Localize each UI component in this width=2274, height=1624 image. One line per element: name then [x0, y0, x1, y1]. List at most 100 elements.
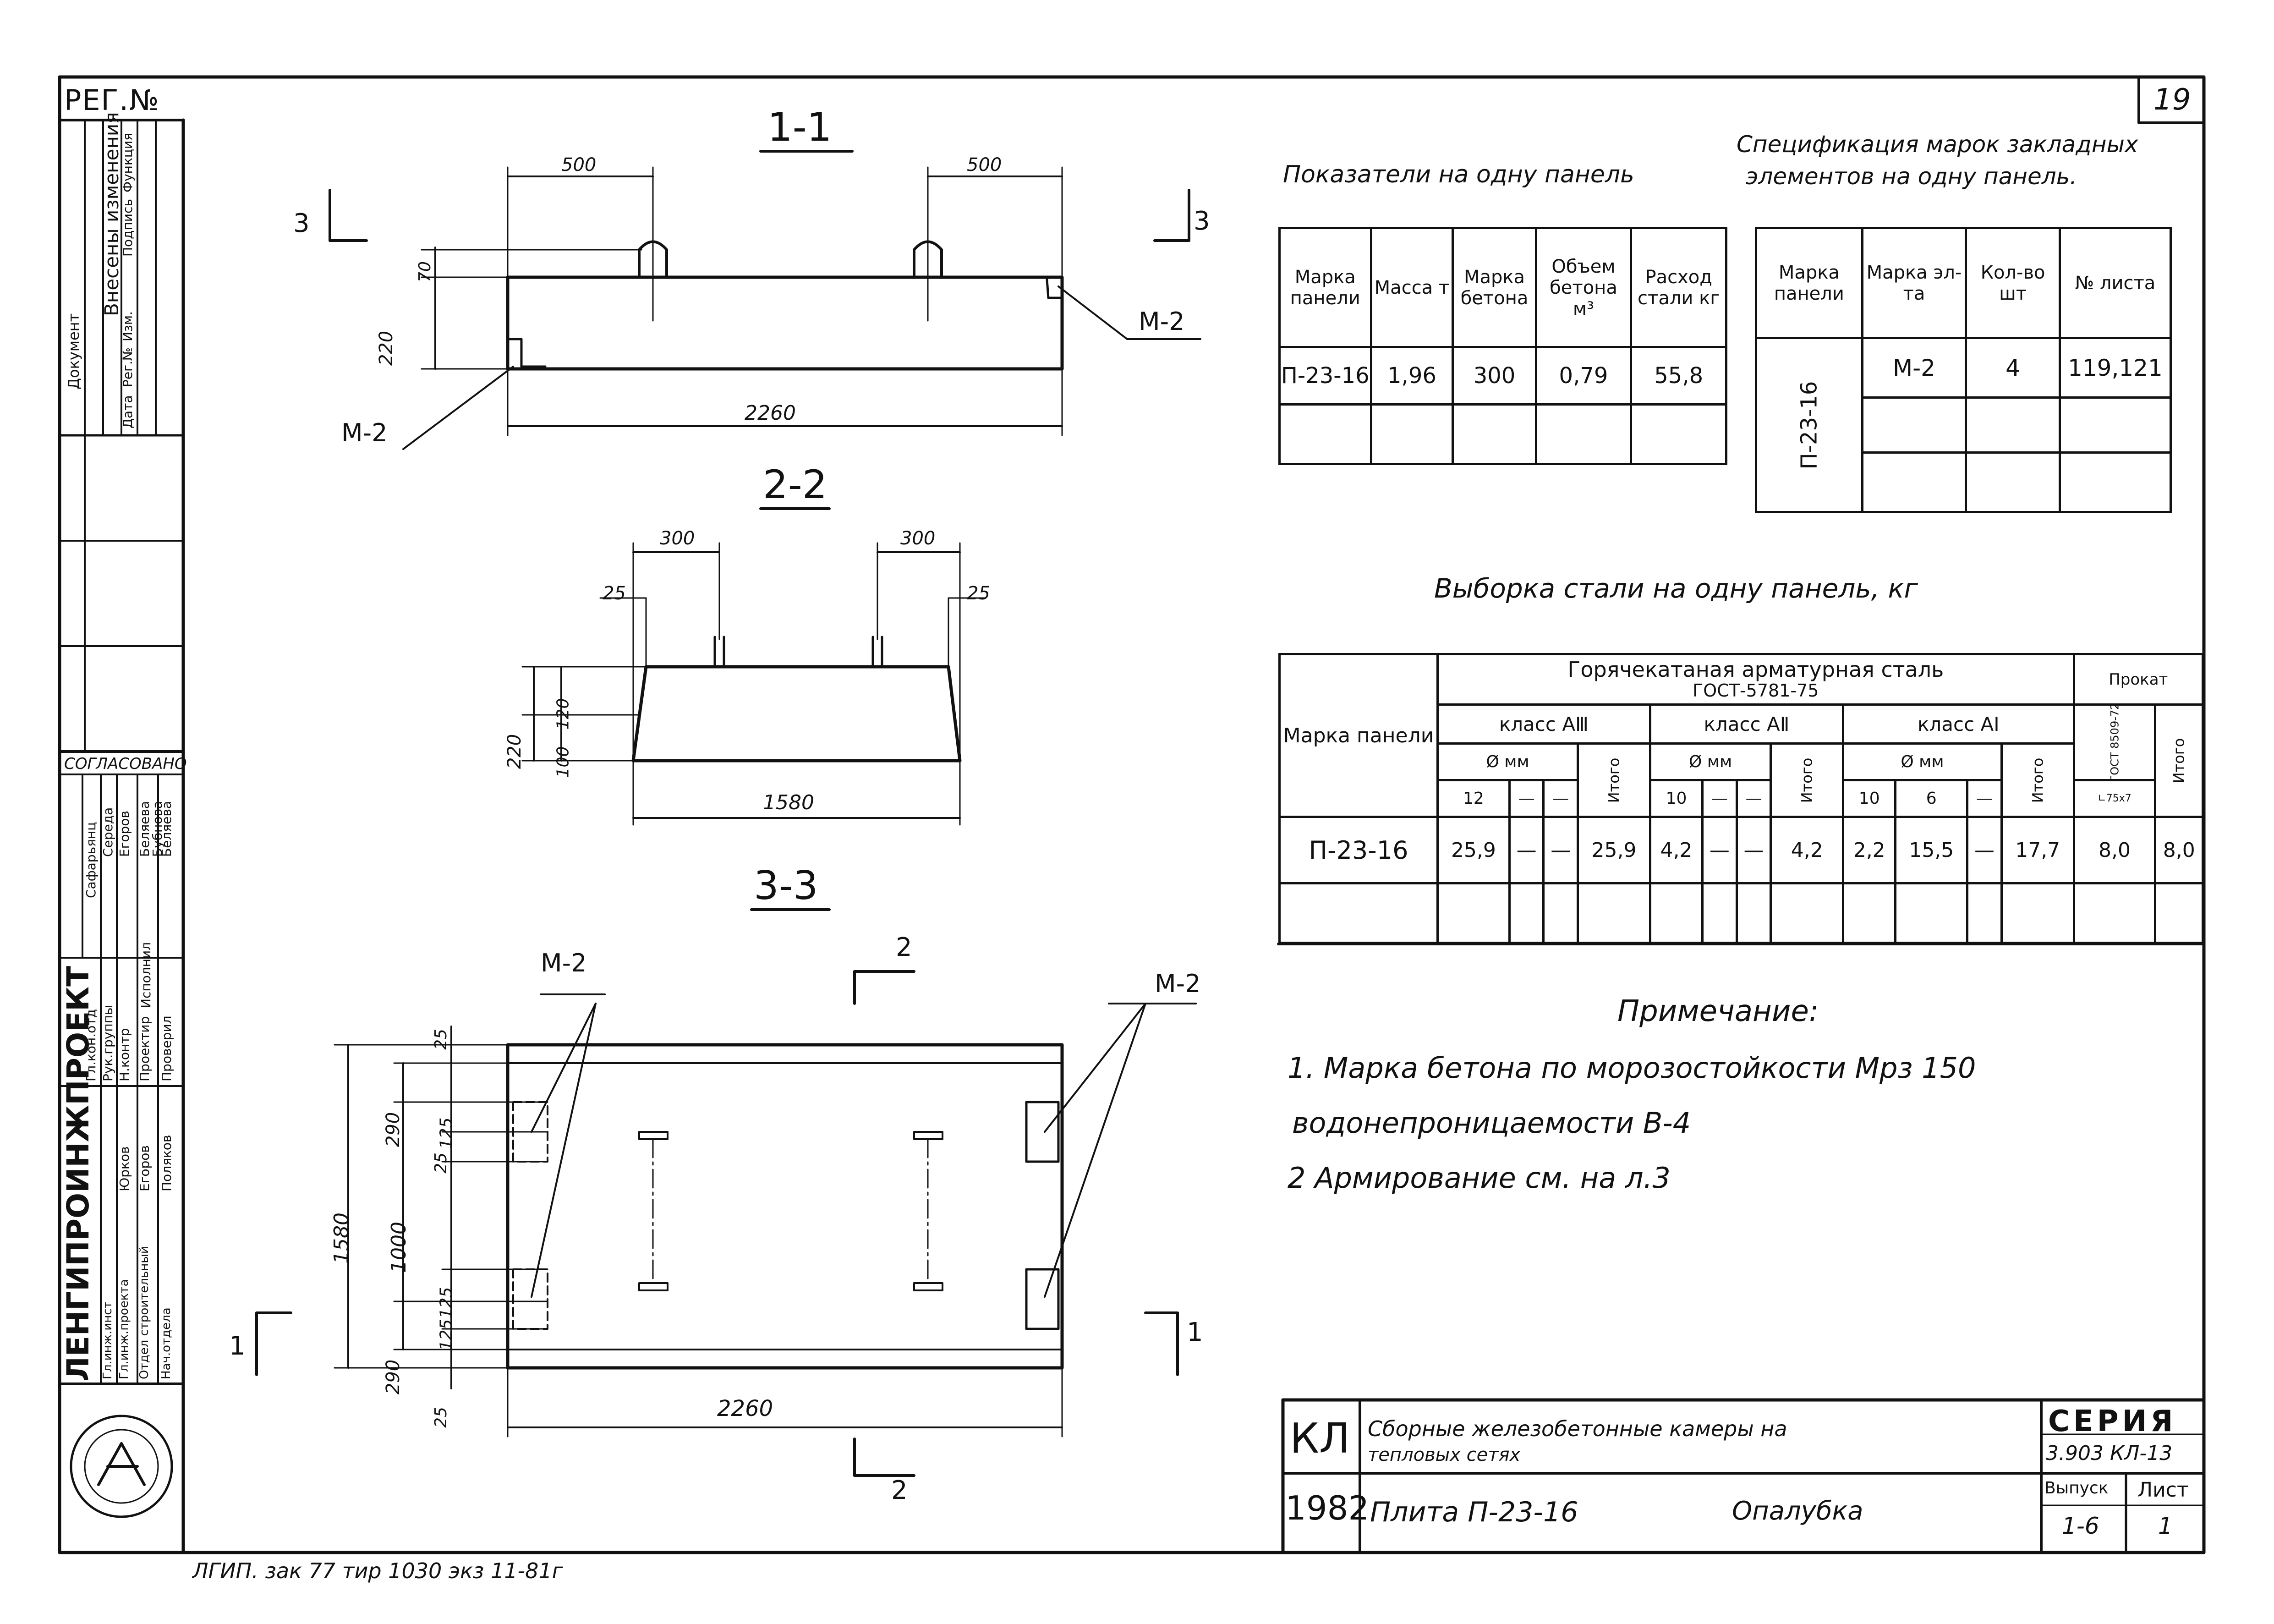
cut-3-left: 3: [293, 208, 310, 238]
changes-col-change: Изм.: [120, 311, 135, 341]
print-note: ЛГИП. зак 77 тир 1030 экз 11-81г: [192, 1558, 563, 1583]
steel-table: Марка панели Горячекатаная арматурная ст…: [1278, 653, 2204, 944]
emb-panel-mark: П-23-16: [1796, 381, 1822, 469]
chief-3: Отдел строительный: [137, 1246, 151, 1379]
dim-1580-plan: 1580: [329, 1213, 353, 1264]
r-aiii-1: 25,9: [1436, 816, 1511, 884]
steel-head-panel: Марка панели: [1278, 653, 1439, 818]
r-aiii-total: 25,9: [1577, 816, 1651, 884]
tb-sheet-label: Лист: [2137, 1478, 2189, 1502]
steel-diam-ai: Ø мм: [1842, 742, 2003, 781]
indicators-title: Показатели на одну панель: [1283, 161, 1634, 188]
emb-cell-element: М-2: [1861, 337, 1967, 399]
dim-25-right: 25: [967, 583, 990, 604]
dim-120: 120: [553, 698, 573, 730]
r-ai-total: 17,7: [2000, 816, 2075, 884]
ind-cell-steel: 55,8: [1630, 346, 1727, 406]
name-6: Беляева: [159, 801, 174, 857]
agreed-label: СОГЛАСОВАНО: [64, 755, 187, 773]
steel-row-panel: П-23-16: [1278, 816, 1439, 884]
section-2-2-title: 2-2: [763, 462, 827, 508]
dim-2260-side: 2260: [745, 401, 796, 425]
cut-1-left: 1: [229, 1331, 246, 1361]
changes-title: Внесены изменения: [100, 112, 123, 317]
cut-3-right: 3: [1194, 206, 1210, 236]
dim-25-plan-b: 25: [431, 1152, 450, 1174]
tb-series-value: 3.903 КЛ-13: [2046, 1442, 2173, 1465]
tb-code: КЛ: [1290, 1415, 1350, 1463]
page-number: 19: [2153, 83, 2191, 117]
r-aii-total: 4,2: [1770, 816, 1845, 884]
role-6: Проверил: [159, 1015, 174, 1081]
cut-2-top: 2: [896, 933, 912, 962]
chief-name-1: Юрков: [117, 1146, 132, 1191]
ind-cell-mass: 1,96: [1370, 346, 1454, 406]
dim-2260-plan: 2260: [717, 1396, 773, 1421]
steel-title: Выборка стали на одну панель, кг: [1434, 573, 1918, 604]
r-aiii-3: —: [1542, 816, 1579, 884]
tb-sheet-name: Плита П-23-16: [1370, 1496, 1578, 1528]
ind-head-grade: Марка бетона: [1452, 227, 1537, 348]
steel-class-aiii: класс АⅢ: [1436, 703, 1651, 745]
mark-m2-right: М-2: [1139, 307, 1185, 336]
ind-cell-panel: П-23-16: [1278, 346, 1372, 406]
d-aiii-1: 12: [1436, 779, 1511, 818]
ind-cell-grade: 300: [1452, 346, 1537, 406]
steel-group-title: Горячекатаная арматурная сталь: [1567, 657, 1944, 682]
changes-col-date: Дата: [120, 395, 135, 428]
d-aii-2: —: [1701, 779, 1738, 818]
role-2: Рук.группы: [100, 1004, 115, 1081]
emb-cell-qty: 4: [1965, 337, 2061, 399]
steel-total-aii: Итого: [1798, 757, 1816, 803]
d-aii-1: 10: [1649, 779, 1704, 818]
chief-1: Гл.инж.инст: [101, 1301, 115, 1379]
mark-m2-left: М-2: [341, 418, 388, 447]
ind-head-steel: Расход стали кг: [1630, 227, 1727, 348]
ind-head-mass: Масса т: [1370, 227, 1454, 348]
r-aii-2: —: [1701, 816, 1738, 884]
r-ai-3: —: [1966, 816, 2003, 884]
steel-group-gost: ГОСТ-5781-75: [1693, 680, 1819, 701]
dim-125-c: 125: [437, 1319, 456, 1351]
cut-2-bottom: 2: [891, 1476, 908, 1505]
mark-m2-plan-right: М-2: [1155, 969, 1201, 998]
emb-head-qty: Кол-во шт: [1965, 227, 2061, 339]
dim-25-left: 25: [603, 583, 626, 604]
r-ai-2: 15,5: [1894, 816, 1969, 884]
dim-125-a: 125: [437, 1117, 456, 1149]
steel-rolled-size: ∟75х7: [2072, 779, 2157, 818]
steel-diam-aii: Ø мм: [1649, 742, 1772, 781]
steel-diam-aiii: Ø мм: [1436, 742, 1579, 781]
steel-total-aiii: Итого: [1605, 757, 1623, 803]
steel-total-ai: Итого: [2029, 757, 2047, 803]
dim-1580-side: 1580: [763, 791, 814, 814]
changes-col-reg: Рег.№: [120, 347, 135, 387]
role-5: Исполнил: [138, 942, 153, 1008]
embedded-title-2: элементов на одну панель.: [1746, 163, 2077, 190]
ind-head-panel: Марка панели: [1278, 227, 1372, 348]
steel-rolled-head: Прокат: [2072, 653, 2204, 706]
d-ai-2: 6: [1894, 779, 1969, 818]
dim-25-plan-c: 25: [431, 1407, 450, 1428]
changes-subtitle: Документ: [65, 313, 82, 390]
dim-100: 100: [553, 746, 573, 778]
embedded-title-1: Спецификация марок закладных: [1737, 131, 2138, 158]
tb-issue-value: 1-6: [2062, 1513, 2099, 1539]
name-3: Егоров: [117, 811, 132, 857]
dim-70: 70: [415, 261, 434, 282]
tb-issue-label: Выпуск: [2044, 1479, 2109, 1498]
d-aiii-3: —: [1542, 779, 1579, 818]
org-name: ЛЕНГИПРОИНЖПРОЕКТ: [60, 966, 96, 1382]
tb-series-label: СЕРИЯ: [2048, 1405, 2177, 1438]
r-aiii-2: —: [1508, 816, 1545, 884]
dim-290-top: 290: [383, 1112, 404, 1147]
dim-220: 220: [376, 330, 397, 366]
emb-head-panel: Марка панели: [1755, 227, 1863, 339]
d-ai-1: 10: [1842, 779, 1897, 818]
dim-300-left: 300: [660, 528, 695, 549]
notes-line-1: 1. Марка бетона по морозостойкости Мрз 1…: [1288, 1051, 1976, 1085]
notes-title: Примечание:: [1617, 994, 1819, 1028]
r-aii-1: 4,2: [1649, 816, 1704, 884]
changes-col-function: Функция: [120, 133, 135, 192]
tb-desc-2: тепловых сетях: [1368, 1444, 1521, 1465]
